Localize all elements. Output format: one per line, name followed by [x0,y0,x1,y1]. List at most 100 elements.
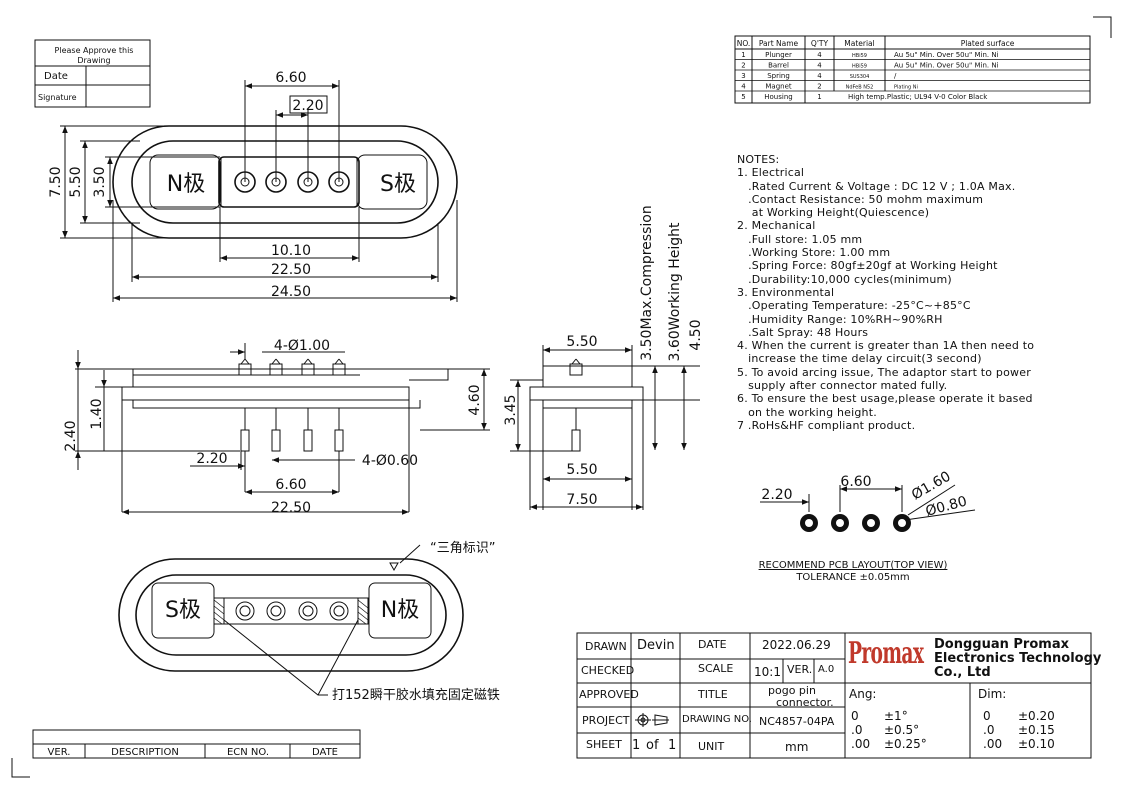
pin-window [218,156,360,208]
drawing-no-label: DRAWING NO. [682,714,752,725]
company-name-3: Co., Ltd [934,665,991,680]
dim-6-60-top: 6.60 [275,70,306,86]
note-line: .Contact Resistance: 50 mohm maximum [737,192,984,206]
dim-4-50-v: 4.50 [688,319,704,350]
pin-heads-top [234,171,350,193]
magnet-glue-label: 打152瞬干胶水填充固定磁铁 [332,687,500,703]
dim-7-50-v: 7.50 [48,166,64,197]
unit-value: mm [785,740,809,754]
note-line: 6. To ensure the best usage,please opera… [737,392,1033,406]
frame-corner-bottom-left [11,758,30,778]
note-line: .Operating Temperature: -25°C~+85°C [737,299,971,313]
project-symbol-icon [635,713,669,727]
approval-title-1: Please Approve this [55,46,134,55]
sheet-of: of [646,738,659,753]
bom-cell: 2 [817,83,821,91]
ang-tolerance-value: ±0.25° [884,737,927,751]
bom-cell: Barrel [768,62,789,70]
pcb-dim-2-20: 2.20 [761,487,792,503]
bom-cell: 4 [817,51,822,59]
sheet-value: 1 [632,738,641,753]
s-pole-label-bottom: S极 [165,598,201,623]
dim-24-50: 24.50 [271,284,311,300]
rev-ecn: ECN NO. [227,747,269,758]
pcb-layout: 6.60 2.20 Ø1.60 Ø0.80 RECOMMEND PCB LAYO… [759,469,976,583]
triangle-mark-icon [389,562,399,572]
approval-box: Please Approve this Drawing Date Signatu… [34,39,151,108]
bom-cell: / [894,72,897,80]
title-value-2: connector. [776,696,834,709]
housing-outline-inner [131,140,439,224]
bom-cell: 2 [741,62,745,70]
bom-cell: SUS304 [850,74,870,80]
dim-tolerance-value: ±0.20 [1018,709,1055,723]
unit-label: UNIT [698,740,725,753]
top-view: N极 S极 6.60 2.20 10.10 22.50 24.50 [48,70,458,302]
dim-2-20-top: 2.20 [292,98,323,114]
ver-label: VER. [787,663,813,676]
drawing-no-value: NC4857-04PA [759,715,835,728]
approval-date-label: Date [44,71,68,82]
bom-cell: HBi59 [852,64,867,70]
housing-outline-outer [112,125,458,239]
pcb-pads [800,514,911,532]
dim-tolerance-key: .0 [983,723,995,737]
drawn-value: Devin [637,638,675,653]
ver-value: A.0 [818,664,835,675]
company-name-2: Electronics Technology [934,651,1102,666]
bottom-view: S极 N极 “三角标识” 打152瞬干胶水填充固定磁铁 [118,541,500,703]
title-label: TITLE [698,688,728,701]
note-line: at Working Height(Quiescence) [737,206,930,220]
sheet-label: SHEET [586,738,622,751]
bom-header-cell: Part Name [759,39,799,48]
bom-cell: Au 5u" Min. Over 50u" Min. Ni [894,62,999,70]
bom-cell: 1 [741,51,745,59]
bom-cell: Magnet [765,83,792,91]
dim-1-40-v: 1.40 [89,398,105,429]
dim-7-50-end: 7.50 [566,492,597,508]
project-label: PROJECT [582,714,630,727]
pcb-dim-0-80: Ø0.80 [924,493,969,519]
sheet-total: 1 [668,738,677,753]
company-name-1: Dongguan Promax [934,637,1069,652]
ang-label: Ang: [849,687,877,701]
scale-value: 10:1 [754,665,781,679]
dim-2-40-v: 2.40 [63,420,79,451]
pcb-tolerance: TOLERANCE ±0.05mm [795,572,909,583]
bom-cell: HBi59 [852,53,867,59]
note-line: .Salt Spray: 48 Hours [737,325,869,339]
note-line: .Working Store: 1.00 mm [737,246,891,260]
note-line: .Durability:10,000 cycles(minimum) [737,272,952,286]
note-line: on the working height. [737,405,877,419]
bom-cell: 1 [817,93,821,101]
bom-cell: 4 [741,83,746,91]
note-line: 3. Environmental [737,285,835,299]
end-view: 5.50 5.50 7.50 3.45 3.50Max.Compression … [503,205,704,510]
note-line: 1. Electrical [737,166,805,180]
dim-hole-top: 4-Ø1.00 [274,338,330,354]
date-value: 2022.06.29 [762,638,831,652]
bom-header-cell: NO. [737,39,751,48]
note-line: 7 .RoHs&HF compliant product. [737,418,916,432]
n-pole-label-top: N极 [167,172,205,197]
rev-description: DESCRIPTION [111,747,179,758]
dim-tolerance-key: 0 [983,709,991,723]
bom-header-cell: Material [844,39,874,48]
bom-cell: Plunger [765,51,792,59]
side-flange [121,386,410,401]
bom-cell: NdFeB N52 [846,85,874,91]
dim-10-10: 10.10 [271,243,311,259]
scale-label: SCALE [698,662,734,675]
bom-cell: 5 [741,93,745,101]
bom-cell: High temp.Plastic; UL94 V-0 Color Black [848,93,988,101]
triangle-mark-label: “三角标识” [430,541,495,556]
note-line: supply after connector mated fully. [737,379,948,393]
bom-cell: 4 [817,72,822,80]
note-line: 4. When the current is greater than 1A t… [737,339,1035,353]
dim-tolerance-key: .00 [983,737,1003,751]
approved-label: APPROVED [579,688,639,701]
note-line: 5. To avoid arcing issue, The adaptor st… [737,365,1031,379]
frame-corner-top-right [1093,16,1112,38]
